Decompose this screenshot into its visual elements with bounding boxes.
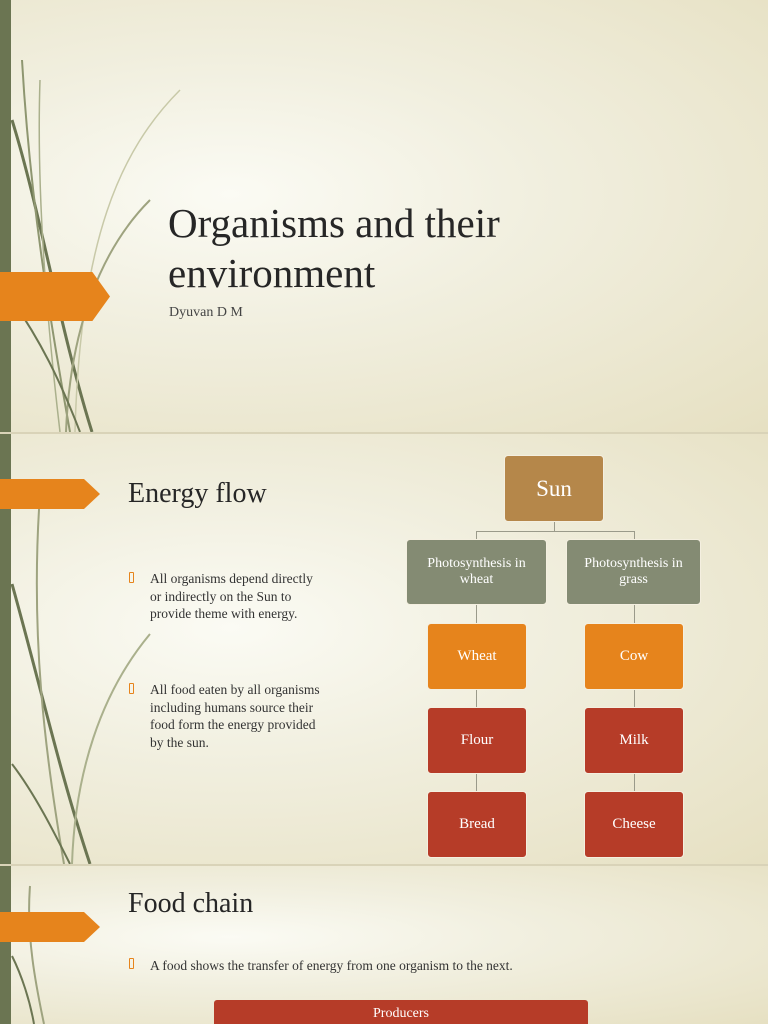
left-accent-bar xyxy=(0,434,11,864)
wheat-node: Wheat xyxy=(427,623,527,690)
photosynthesis-grass-line-2: grass xyxy=(619,572,648,587)
bullet-2-line-4: by the sun. xyxy=(150,734,209,750)
cow-node: Cow xyxy=(584,623,684,690)
milk-node: Milk xyxy=(584,707,684,774)
photosynthesis-wheat-line-2: wheat xyxy=(459,572,494,587)
slide-separator xyxy=(0,864,768,866)
energy-flow-accent-tab xyxy=(0,479,100,509)
food-chain-title: Food chain xyxy=(128,888,254,919)
bullet-2-line-3: food form the energy provided xyxy=(150,717,316,732)
connector-line xyxy=(476,531,634,532)
connector-line xyxy=(476,604,477,624)
bullet-text-2: All food eaten by all organisms includin… xyxy=(150,681,350,751)
connector-line xyxy=(554,521,555,531)
connector-line xyxy=(476,531,477,539)
grass-decoration xyxy=(10,493,151,864)
title-accent-tab xyxy=(0,272,110,321)
producers-node: Producers xyxy=(214,1000,588,1024)
sun-node: Sun xyxy=(504,455,604,522)
connector-line xyxy=(476,689,477,708)
connector-line xyxy=(634,531,635,539)
left-accent-bar xyxy=(0,866,11,1024)
flour-node: Flour xyxy=(427,707,527,774)
photosynthesis-wheat-line-1: Photosynthesis in xyxy=(427,556,526,571)
cheese-node: Cheese xyxy=(584,791,684,858)
bullet-1-line-1: All organisms depend directly xyxy=(150,571,313,586)
bullet-marker-icon xyxy=(129,683,134,694)
presentation-title: Organisms and their environment xyxy=(168,198,500,298)
bullet-2-line-2: including humans source their xyxy=(150,699,314,715)
bullet-1-line-2: or indirectly on the Sun to xyxy=(150,588,292,604)
slide-separator xyxy=(0,432,768,434)
title-slide: Organisms and their environment Dyuvan D… xyxy=(0,0,768,432)
bullet-marker-icon xyxy=(129,572,134,583)
left-accent-bar xyxy=(0,0,11,432)
author-subtitle: Dyuvan D M xyxy=(169,305,243,320)
food-chain-bullet: A food shows the transfer of energy from… xyxy=(150,958,513,973)
connector-line xyxy=(476,773,477,792)
title-line-1: Organisms and their xyxy=(168,200,500,246)
connector-line xyxy=(634,773,635,792)
photosynthesis-grass-line-1: Photosynthesis in xyxy=(584,556,683,571)
food-chain-slide: Food chain A food shows the transfer of … xyxy=(0,866,768,1024)
food-chain-accent-tab xyxy=(0,912,100,942)
energy-flow-slide: Energy flow All organisms depend directl… xyxy=(0,434,768,864)
bread-node: Bread xyxy=(427,791,527,858)
bullet-1-line-3: provide theme with energy. xyxy=(150,606,298,621)
energy-flow-title: Energy flow xyxy=(128,478,267,509)
bullet-text-1: All organisms depend directly or indirec… xyxy=(150,570,350,623)
title-line-2: environment xyxy=(168,250,376,296)
connector-line xyxy=(634,604,635,624)
bullet-marker-icon xyxy=(129,958,134,969)
grass-decoration xyxy=(11,885,45,1024)
connector-line xyxy=(634,689,635,708)
bullet-2-line-1: All food eaten by all organisms xyxy=(150,682,320,697)
